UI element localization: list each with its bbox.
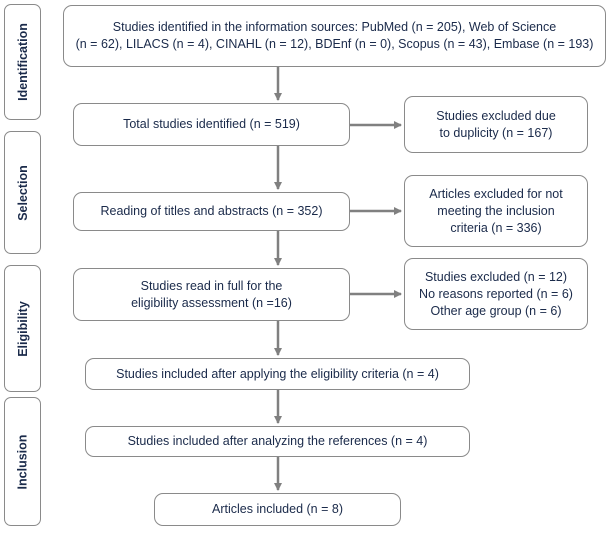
phase-eligibility: Eligibility [4,265,41,392]
phase-selection: Selection [4,131,41,254]
box-titles-abstracts: Reading of titles and abstracts (n = 352… [73,192,350,231]
box-included-references: Studies included after analyzing the ref… [85,426,470,457]
total-identified-text: Total studies identified (n = 519) [123,117,300,131]
box-included-eligibility: Studies included after applying the elig… [85,358,470,390]
box-excluded-criteria: Articles excluded for not meeting the in… [404,175,588,247]
box-total-identified: Total studies identified (n = 519) [73,103,350,146]
included-references-text: Studies included after analyzing the ref… [127,434,428,448]
box-excluded-full: Studies excluded (n = 12) No reasons rep… [404,258,588,330]
box-identified-sources: Studies identified in the information so… [63,5,606,67]
box-excluded-duplicity: Studies excluded due to duplicity (n = 1… [404,96,588,153]
excluded-duplicity-text: Studies excluded due to duplicity (n = 1… [436,108,556,140]
excluded-full-text: Studies excluded (n = 12) No reasons rep… [419,269,573,318]
full-read-text: Studies read in full for the eligibility… [131,278,292,310]
box-articles-included: Articles included (n = 8) [154,493,401,526]
identified-sources-text: Studies identified in the information so… [75,20,594,51]
excluded-criteria-text: Articles excluded for not meeting the in… [429,186,563,235]
box-full-read: Studies read in full for the eligibility… [73,268,350,321]
included-eligibility-text: Studies included after applying the elig… [116,366,439,381]
phase-inclusion: Inclusion [4,397,41,526]
articles-included-text: Articles included (n = 8) [212,502,343,516]
phase-identification: Identification [4,4,41,120]
titles-abstracts-text: Reading of titles and abstracts (n = 352… [100,204,323,218]
